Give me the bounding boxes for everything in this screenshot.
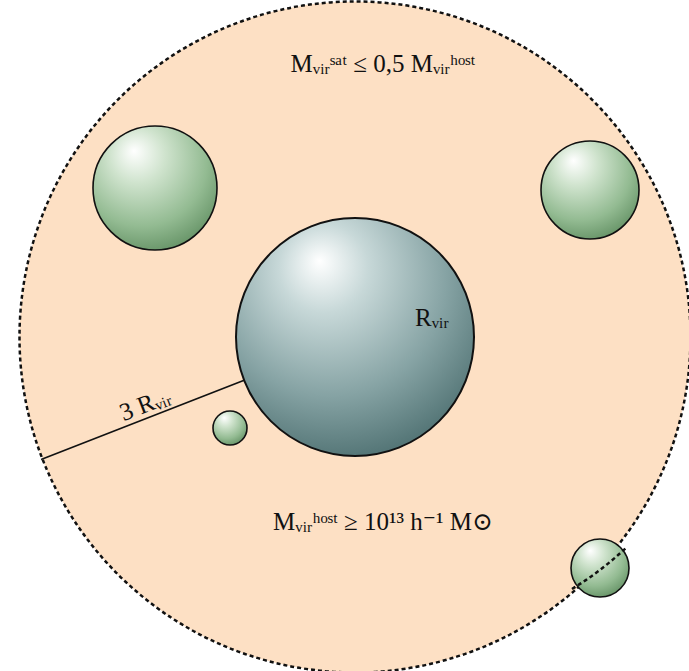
boundary-segment xyxy=(572,547,627,589)
mass-condition: Mᵥᵢᵣʰᵒˢᵗ ≥ 10¹³ h⁻¹ M⊙ xyxy=(273,508,493,536)
host-sphere xyxy=(235,217,475,457)
satellite-sphere xyxy=(213,411,247,445)
radius-label: Rᵥᵢᵣ xyxy=(415,304,449,332)
outer-region: Mᵥᵢᵣˢᵃᵗ ≤ 0,5 MᵥᵢᵣʰᵒˢᵗMᵥᵢᵣʰᵒˢᵗ ≥ 10¹³ h⁻… xyxy=(18,0,689,671)
dashed-circle xyxy=(20,2,689,671)
host-halo: Rᵥᵢᵣ xyxy=(235,217,475,457)
satellite-sphere xyxy=(541,141,639,239)
satellite-sphere xyxy=(93,126,217,250)
satellite-sphere xyxy=(571,539,629,597)
host-circle xyxy=(236,218,474,456)
mass-condition: Mᵥᵢᵣˢᵃᵗ ≤ 0,5 Mᵥᵢᵣʰᵒˢᵗ xyxy=(291,50,476,78)
